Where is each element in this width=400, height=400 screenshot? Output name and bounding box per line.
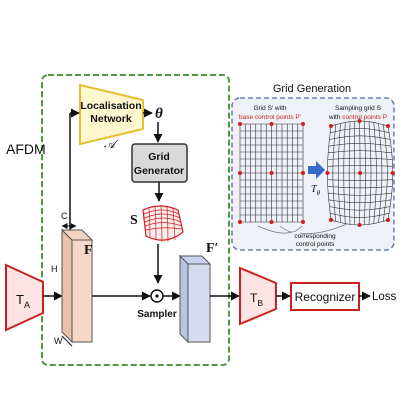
feature-map-f-prime — [178, 254, 212, 344]
feature-map-f — [60, 228, 94, 344]
base-control-point — [269, 220, 274, 224]
transform-arrow-icon — [308, 161, 325, 179]
sampling-control-points — [325, 119, 395, 227]
localisation-label-line1: Localisation — [80, 100, 141, 112]
left-caption-2: base control points P′ — [239, 114, 302, 121]
base-grid — [239, 123, 304, 223]
sampling-control-point — [329, 218, 333, 222]
sampling-control-point — [329, 124, 333, 128]
sampling-control-point — [357, 119, 362, 123]
base-control-point — [269, 171, 274, 175]
bottom-caption-1: corresponding — [294, 233, 336, 240]
sampling-control-point — [386, 218, 390, 222]
right-caption-1: Sampling grid S — [335, 105, 382, 112]
feature-out-label: F′ — [206, 241, 219, 256]
warped-grid-icon — [142, 204, 184, 243]
feature-in-label: F — [84, 243, 93, 258]
theta-symbol: θ — [155, 106, 163, 122]
grid-generator-line2: Generator — [134, 165, 184, 177]
sampling-control-point — [390, 171, 395, 175]
loss-label: Loss — [372, 291, 397, 303]
transform-label: Tθ — [311, 184, 321, 197]
sampler-dot — [155, 294, 159, 298]
grid-s-symbol: S — [130, 213, 138, 228]
ta-label: TA — [16, 292, 30, 310]
sampling-control-point — [358, 171, 363, 175]
base-control-points — [238, 122, 305, 224]
correspondence-lines — [257, 223, 348, 234]
dim-w-bracket — [61, 335, 73, 347]
recognizer-label: Recognizer — [295, 290, 356, 304]
left-caption-1: Grid S′ with — [253, 105, 286, 112]
sampling-control-point — [325, 171, 330, 175]
base-control-point — [238, 220, 242, 224]
dim-h-label: H — [51, 264, 58, 274]
base-control-point — [238, 171, 242, 175]
localisation-network — [79, 83, 144, 146]
base-control-point — [301, 220, 305, 224]
grid-generator-line1: Grid — [148, 151, 170, 163]
right-caption-2: with control points P — [328, 114, 387, 121]
base-control-point — [301, 122, 305, 126]
tb-block — [239, 266, 277, 326]
sampling-control-point — [386, 124, 390, 128]
ta-block — [5, 263, 44, 332]
base-control-point — [301, 171, 305, 175]
bottom-caption-2: control points — [296, 241, 335, 248]
base-control-point — [269, 122, 274, 126]
dim-w-label: W — [54, 336, 63, 346]
sampling-control-point — [357, 223, 362, 227]
base-control-point — [238, 122, 242, 126]
afdm-frame — [41, 74, 230, 366]
sampler-label: Sampler — [137, 309, 177, 320]
dim-c-label: C — [61, 211, 68, 221]
localisation-label-line2: Network — [90, 113, 132, 125]
grid-generation-title: Grid Generation — [273, 83, 351, 95]
afdm-label: AFDM — [6, 141, 46, 157]
tb-label: TB — [250, 291, 263, 308]
localisation-symbol: 𝒜 — [104, 137, 119, 151]
